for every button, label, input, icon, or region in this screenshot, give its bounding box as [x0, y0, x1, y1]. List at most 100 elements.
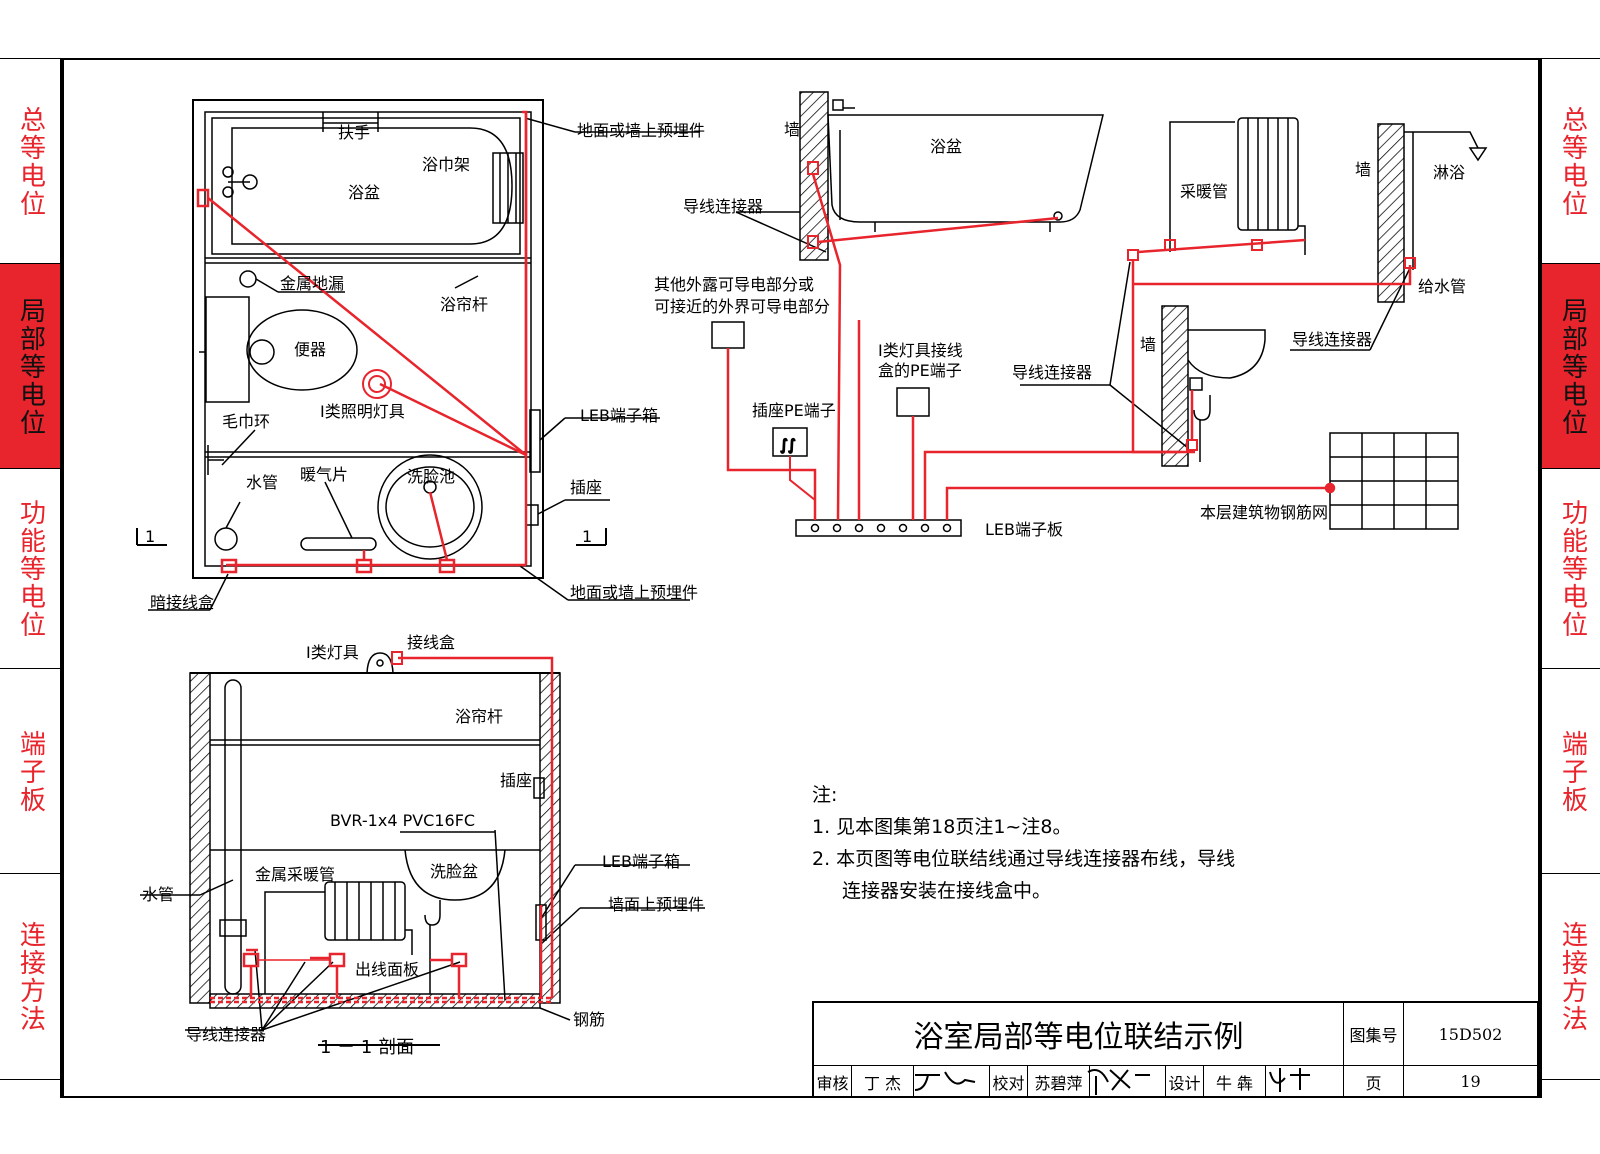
label-section-basin: 洗脸盆 [430, 862, 478, 881]
plan-wiring [196, 110, 528, 574]
label-section-leb-box: LEB端子箱 [602, 852, 680, 871]
notes-line-3: 连接器安装在接线盒中。 [842, 880, 1052, 902]
other-parts-box [711, 321, 745, 349]
label-section-outlet-panel: 出线面板 [355, 960, 419, 979]
title-block-atlas-no: 15D502 [1404, 1003, 1538, 1066]
tab-terminal-board-right[interactable]: 端子板 [1542, 668, 1600, 874]
label-water-pipe: 水管 [246, 473, 278, 492]
title-block-check: 校对 [990, 1066, 1028, 1098]
notes-title: 注: [812, 784, 838, 806]
section-wiring [210, 651, 554, 1004]
title-block-designer: 牛 犇 [1204, 1066, 1266, 1098]
label-basin: 洗脸池 [407, 467, 455, 486]
label-curtain-rod: 浴帘杆 [440, 295, 488, 314]
tab-local-equipotential-right[interactable]: 局部等电位 [1542, 263, 1600, 469]
notes-line-1: 1. 见本图集第18页注1~注8。 [812, 816, 1072, 838]
leb-board [795, 519, 962, 537]
socket-plan [525, 504, 539, 526]
bathtub-inner [231, 127, 513, 245]
label-towel-ring: 毛巾环 [222, 412, 270, 431]
label-section-embedded: 墙面上预埋件 [608, 895, 704, 914]
tab-functional-equipotential-right[interactable]: 功能等电位 [1542, 468, 1600, 669]
schematic-labels: 墙 浴盆 导线连接器 其他外露可导电部分或 可接近的外界可导电部分 I类灯具接线… [654, 120, 1466, 539]
rebar-mesh [1329, 432, 1459, 530]
label-section-radiator: 金属采暖管 [255, 865, 335, 884]
label-leb-box: LEB端子箱 [580, 406, 658, 425]
label-water-supply: 给水管 [1418, 277, 1466, 296]
label-socket-pe: 插座PE端子 [752, 401, 836, 420]
label-tub: 浴盆 [930, 137, 962, 156]
label-section-lamp: I类灯具 [306, 643, 359, 662]
right-tab-column: 总等电位 局部等电位 功能等电位 端子板 连接方法 [1540, 58, 1600, 1098]
label-section-rebar: 钢筋 [573, 1010, 605, 1029]
plan-view [136, 99, 700, 611]
label-section-caption: 1 － 1 剖面 [320, 1037, 414, 1058]
label-embedded-bottom: 地面或墙上预埋件 [570, 583, 698, 602]
title-block-reviewer: 丁 杰 [852, 1066, 914, 1098]
label-floor-drain: 金属地漏 [280, 274, 344, 293]
tab-local-equipotential[interactable]: 局部等电位 [0, 263, 60, 469]
radiator [300, 537, 377, 551]
label-embedded-top: 地面或墙上预埋件 [577, 121, 705, 140]
label-towel-rack: 浴巾架 [422, 155, 470, 174]
lamp-plan-icon [362, 369, 392, 399]
label-section-curtain-rod: 浴帘杆 [455, 707, 503, 726]
section-radiator [264, 881, 413, 994]
schematic-wiring [726, 161, 1416, 521]
label-wall-2: 墙 [1355, 160, 1371, 179]
title-block-checker: 苏碧萍 [1028, 1066, 1090, 1098]
title-block: 浴室局部等电位联结示例 图集号 15D502 审核 丁 杰 校对 苏碧萍 设计 … [812, 1001, 1538, 1098]
label-shower: 淋浴 [1433, 163, 1465, 182]
title-block-title: 浴室局部等电位联结示例 [814, 1003, 1344, 1066]
title-block-checker-signature [1090, 1066, 1166, 1098]
label-socket: 插座 [570, 478, 602, 497]
label-connector-1: 导线连接器 [683, 197, 763, 216]
schematic-view: ∫∫ [711, 91, 1488, 537]
label-other-parts-1: 其他外露可导电部分或 [654, 275, 814, 294]
label-bathtub: 浴盆 [348, 183, 380, 202]
notes-line-2: 2. 本页图等电位联结线通过导线连接器布线，导线 [812, 848, 1236, 870]
title-block-review: 审核 [814, 1066, 852, 1098]
label-lamp-pe-1: I类灯具接线 [878, 341, 963, 360]
tab-total-equipotential-right[interactable]: 总等电位 [1542, 58, 1600, 264]
toilet-bowl [246, 309, 358, 391]
tab-terminal-board[interactable]: 端子板 [0, 668, 60, 874]
label-connector-3: 导线连接器 [1012, 363, 1092, 382]
label-section-water-pipe: 水管 [142, 885, 174, 904]
label-toilet: 便器 [294, 340, 326, 359]
label-radiator: 暖气片 [300, 465, 348, 484]
tab-total-equipotential[interactable]: 总等电位 [0, 58, 60, 264]
section-labels: I类灯具 接线盒 浴帘杆 插座 BVR-1x4 PVC16FC LEB端子箱 金… [142, 633, 704, 1058]
label-section-junction-box: 接线盒 [407, 633, 455, 652]
notes: 注: 1. 见本图集第18页注1~注8。 2. 本页图等电位联结线通过导线连接器… [812, 779, 1235, 907]
tab-connection-method-right[interactable]: 连接方法 [1542, 873, 1600, 1080]
label-section-right: 1 [582, 527, 592, 546]
bathtub-outline [211, 117, 521, 255]
label-wall-3: 墙 [1140, 335, 1156, 354]
plan-labels: 扶手 浴巾架 浴盆 地面或墙上预埋件 金属地漏 浴帘杆 便器 I类照明灯具 毛巾… [145, 121, 705, 612]
label-junction-box: 暗接线盒 [150, 593, 214, 612]
title-block-design: 设计 [1166, 1066, 1204, 1098]
label-handrail: 扶手 [338, 123, 370, 142]
floor-drain [239, 270, 257, 288]
label-lamp: I类照明灯具 [320, 402, 405, 421]
basin [377, 454, 483, 560]
lamp-pe-box [896, 387, 930, 417]
label-section-cable: BVR-1x4 PVC16FC [330, 811, 475, 830]
title-block-atlas-label: 图集号 [1344, 1003, 1404, 1066]
title-block-page-label: 页 [1344, 1066, 1404, 1098]
drawing-frame [62, 58, 1540, 1098]
label-rebar-mesh: 本层建筑物钢筋网 [1200, 503, 1328, 522]
title-block-page-no: 19 [1404, 1066, 1538, 1098]
svg-text:∫∫: ∫∫ [780, 436, 796, 454]
tab-functional-equipotential[interactable]: 功能等电位 [0, 468, 60, 669]
label-connector-2: 导线连接器 [1292, 330, 1372, 349]
title-block-reviewer-signature [914, 1066, 990, 1098]
label-section-socket: 插座 [500, 771, 532, 790]
leb-box-plan [529, 409, 541, 473]
tab-connection-method[interactable]: 连接方法 [0, 873, 60, 1080]
label-section-left: 1 [145, 527, 155, 546]
label-lamp-pe-2: 盒的PE端子 [878, 361, 962, 380]
left-tab-column: 总等电位 局部等电位 功能等电位 端子板 连接方法 [0, 58, 62, 1098]
label-other-parts-2: 可接近的外界可导电部分 [654, 297, 830, 316]
